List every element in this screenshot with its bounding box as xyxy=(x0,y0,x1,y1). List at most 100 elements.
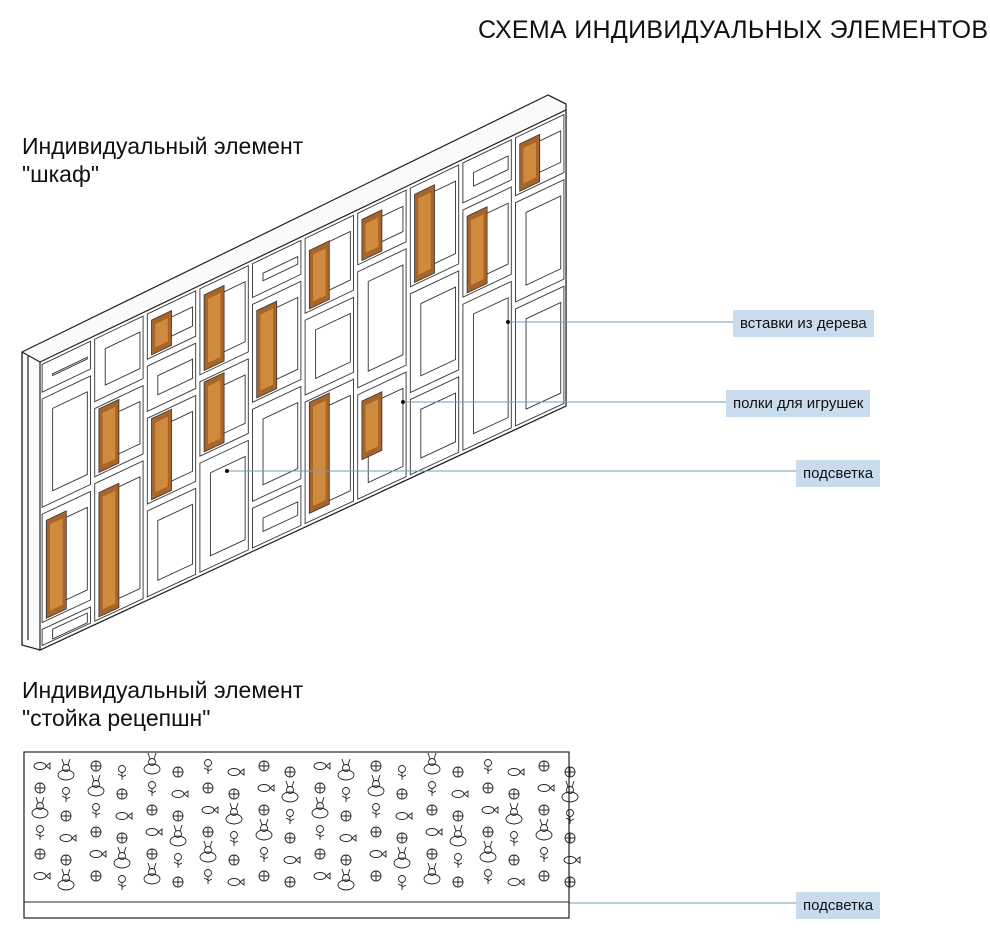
wood-insert-face xyxy=(418,192,431,275)
wood-inserts xyxy=(45,133,541,619)
fish-icon xyxy=(369,850,387,858)
ball-icon xyxy=(60,810,72,822)
ball-icon xyxy=(202,826,214,838)
flower-icon xyxy=(203,759,213,774)
flower-icon xyxy=(565,809,575,824)
ball-icon xyxy=(258,804,270,816)
cabinet-cell-recess xyxy=(157,358,193,396)
ball-icon xyxy=(508,854,520,866)
bunny-icon xyxy=(367,774,385,797)
cabinet-cell xyxy=(357,248,407,389)
ball-icon xyxy=(202,782,214,794)
bunny-icon xyxy=(337,868,355,891)
fish-icon xyxy=(481,806,499,814)
cabinet-title-line2: "шкаф" xyxy=(22,161,100,187)
callout-lighting-cabinet: подсветка xyxy=(796,460,881,487)
counter-front xyxy=(23,751,570,919)
fish-icon xyxy=(507,878,525,886)
ball-icon xyxy=(340,810,352,822)
ball-icon xyxy=(172,810,184,822)
cabinet-cell xyxy=(409,270,460,394)
cabinet-cell xyxy=(462,139,512,204)
cabinet-cell-recess xyxy=(525,301,562,410)
flower-icon xyxy=(285,809,295,824)
cabinet-cell-recess xyxy=(367,264,404,372)
cabinet-title-line1: Индивидуальный элемент xyxy=(22,133,304,159)
cabinet-cell-recess xyxy=(52,391,88,492)
cabinet-cell xyxy=(252,239,302,299)
ball-icon xyxy=(146,804,158,816)
counter-pattern xyxy=(31,752,581,891)
cabinet-cell-recess xyxy=(315,312,351,380)
ball-icon xyxy=(426,804,438,816)
ball-icon xyxy=(396,832,408,844)
wood-insert-face xyxy=(312,400,326,506)
cabinet-cell-recess xyxy=(157,503,193,581)
ball-icon xyxy=(146,848,158,860)
ball-icon xyxy=(116,788,128,800)
ball-icon xyxy=(508,788,520,800)
bunny-icon xyxy=(113,846,131,869)
wood-insert-face xyxy=(102,406,116,465)
wood-insert-face xyxy=(470,214,484,286)
cabinet-cell-recess xyxy=(262,401,299,486)
wood-insert-face xyxy=(365,217,379,253)
fish-icon xyxy=(425,828,443,836)
ball-icon xyxy=(284,832,296,844)
bunny-icon xyxy=(479,840,497,863)
cabinet-cell xyxy=(515,285,565,427)
flower-icon xyxy=(397,765,407,780)
callout-leaders xyxy=(226,321,796,904)
ball-icon xyxy=(340,854,352,866)
flower-icon xyxy=(371,803,381,818)
fish-icon xyxy=(59,834,77,842)
ball-icon xyxy=(482,782,494,794)
fish-icon xyxy=(507,768,525,776)
cabinet-cell xyxy=(41,375,91,509)
fish-icon xyxy=(313,872,331,880)
bunny-icon xyxy=(225,802,243,825)
ball-icon xyxy=(538,804,550,816)
flower-icon xyxy=(397,875,407,890)
ball-icon xyxy=(564,766,576,778)
bunny-icon xyxy=(505,802,523,825)
wood-insert-face xyxy=(155,318,168,348)
fish-icon xyxy=(33,872,51,880)
fish-icon xyxy=(227,768,245,776)
flower-icon xyxy=(173,853,183,868)
cabinet-cell-recess xyxy=(52,356,88,377)
bunny-icon xyxy=(31,796,49,819)
cabinet-cell-recess xyxy=(472,296,509,435)
bunny-icon xyxy=(169,824,187,847)
cabinet-cell-recess xyxy=(420,392,456,459)
ball-icon xyxy=(564,876,576,888)
fish-icon xyxy=(339,834,357,842)
fish-icon xyxy=(283,856,301,864)
cabinet-cell xyxy=(146,487,197,598)
flower-icon xyxy=(483,759,493,774)
ball-icon xyxy=(34,782,46,794)
ball-icon xyxy=(284,766,296,778)
reception-section-title: Индивидуальный элемент "стойка рецепшн" xyxy=(22,676,303,732)
flower-icon xyxy=(483,869,493,884)
bunny-icon xyxy=(337,758,355,781)
cabinet-cell xyxy=(515,178,565,303)
ball-icon xyxy=(538,870,550,882)
cabinet-cell xyxy=(304,296,354,396)
cabinet-cell xyxy=(252,485,302,549)
ball-icon xyxy=(564,832,576,844)
ball-icon xyxy=(396,788,408,800)
cabinet-cell xyxy=(409,376,460,476)
bunny-icon xyxy=(255,818,273,841)
ball-icon xyxy=(34,848,46,860)
cabinet-cell-recess xyxy=(209,455,246,557)
ball-icon xyxy=(370,826,382,838)
callout-toy-shelves: полки для игрушек xyxy=(726,390,871,417)
ball-icon xyxy=(90,870,102,882)
reception-title-line1: Индивидуальный элемент xyxy=(22,677,304,703)
bunny-icon xyxy=(199,840,217,863)
ball-icon xyxy=(370,760,382,772)
cabinet-cell xyxy=(199,439,249,574)
